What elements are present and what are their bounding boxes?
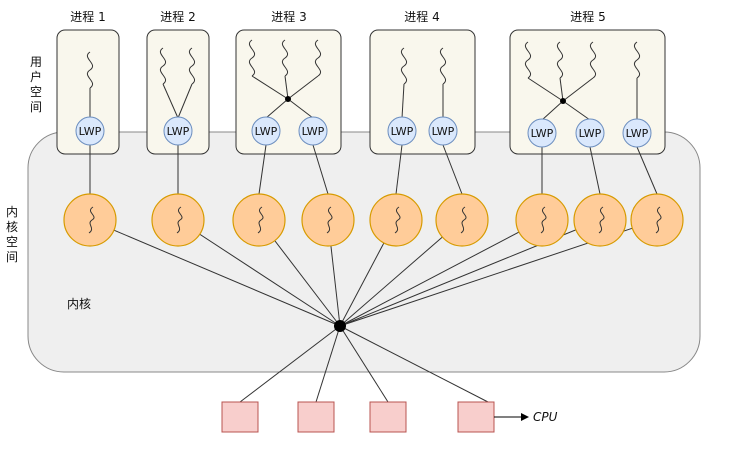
process-label-1: 进程 1 — [70, 9, 105, 24]
kernel-thread-icon — [151, 193, 205, 247]
kernel-label: 内核 — [67, 297, 91, 311]
svg-text:LWP: LWP — [167, 125, 190, 138]
user-thread-icon — [589, 41, 597, 79]
lwp-node: LWP — [387, 116, 417, 146]
user-thread-icon — [633, 41, 641, 79]
cpu-box — [297, 401, 335, 433]
user-thread-icon — [439, 47, 447, 85]
cpu-box — [221, 401, 259, 433]
lwp-node: LWP — [75, 116, 105, 146]
kernel-thread-icon — [515, 193, 569, 247]
svg-text:LWP: LWP — [531, 127, 554, 140]
kernel-thread-group — [63, 193, 684, 247]
process-box-1 — [56, 29, 120, 155]
process-label-4: 进程 4 — [404, 9, 439, 24]
process-label-2: 进程 2 — [160, 9, 195, 24]
kernel-thread-icon — [63, 193, 117, 247]
lwp-node: LWP — [251, 116, 281, 146]
svg-text:LWP: LWP — [432, 125, 455, 138]
svg-text:LWP: LWP — [79, 125, 102, 138]
lwp-node: LWP — [527, 118, 557, 148]
junction-dot — [285, 96, 291, 102]
kernel-thread-icon — [232, 193, 286, 247]
user-space-label: 用户空间 — [29, 55, 42, 114]
kernel-thread-icon — [301, 193, 355, 247]
kernel-thread-icon — [573, 193, 627, 247]
svg-text:LWP: LWP — [626, 127, 649, 140]
svg-text:LWP: LWP — [302, 125, 325, 138]
cpu-box — [369, 401, 407, 433]
cpu-box — [457, 401, 495, 433]
kernel-thread-icon — [630, 193, 684, 247]
user-thread-icon — [248, 39, 256, 77]
junction-dot — [560, 98, 566, 104]
svg-text:LWP: LWP — [255, 125, 278, 138]
process-box-4 — [369, 29, 476, 155]
user-thread-icon — [86, 51, 94, 89]
svg-text:LWP: LWP — [579, 127, 602, 140]
cpu-label: CPU — [533, 410, 558, 424]
svg-text:LWP: LWP — [391, 125, 414, 138]
user-thread-icon — [188, 47, 196, 85]
user-thread-icon — [159, 47, 167, 85]
scheduler-hub-dot — [334, 320, 346, 332]
user-thread-icon — [556, 41, 564, 79]
kernel-space-label: 内核空间 — [5, 205, 18, 264]
process-label-5: 进程 5 — [570, 9, 605, 24]
lwp-node: LWP — [622, 118, 652, 148]
lwp-node: LWP — [428, 116, 458, 146]
kernel-thread-icon — [435, 193, 489, 247]
lwp-node: LWP — [298, 116, 328, 146]
lwp-node: LWP — [163, 116, 193, 146]
user-thread-icon — [524, 41, 532, 79]
user-thread-icon — [281, 39, 289, 77]
process-label-3: 进程 3 — [271, 9, 306, 24]
kernel-space-region — [27, 131, 701, 373]
lwp-node: LWP — [575, 118, 605, 148]
user-thread-icon — [400, 47, 408, 85]
user-thread-icon — [314, 39, 322, 77]
lwp-group: LWP LWP LWP LWP LWP LWP LWP LWP LWP — [75, 116, 652, 148]
kernel-thread-icon — [369, 193, 423, 247]
